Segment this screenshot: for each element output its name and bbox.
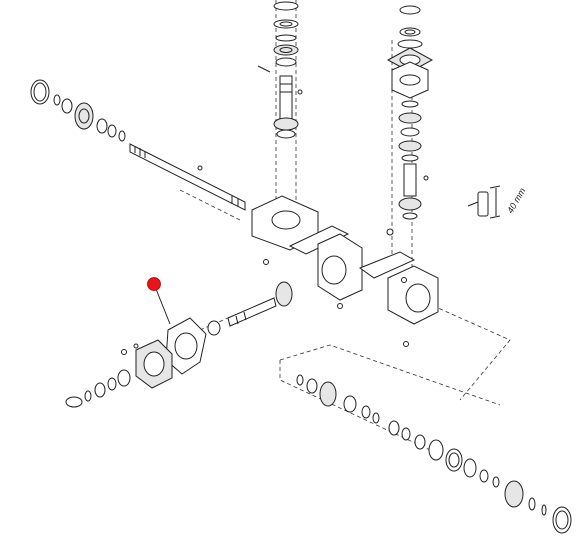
center-casing	[317, 233, 363, 301]
bearing	[61, 98, 73, 114]
vertical-shaft	[279, 75, 293, 123]
highlight-marker	[147, 277, 161, 291]
pinion-gear	[275, 281, 293, 307]
bushing	[96, 118, 108, 134]
pinion-bearing	[207, 320, 221, 336]
projection-lines	[179, 0, 511, 451]
left-drive-shaft-assembly	[30, 79, 246, 211]
flange-assembly	[65, 277, 207, 408]
drive-shaft	[129, 143, 246, 211]
lower-end-gear	[504, 480, 524, 508]
lower-bevel-gear	[319, 381, 337, 407]
end-washer	[65, 396, 83, 408]
seal-ring	[107, 124, 117, 138]
washer	[53, 94, 61, 106]
lower-shaft-assembly	[296, 374, 572, 534]
circlip	[118, 130, 126, 142]
right-vertical-shaft	[403, 163, 417, 197]
dimension-label: 40 mm	[505, 186, 528, 215]
callout-leader	[153, 283, 171, 325]
upper-right-shaft-stack	[386, 5, 434, 236]
axle-housing	[251, 195, 439, 347]
bevel-gear	[74, 102, 94, 130]
right-casing	[387, 265, 439, 325]
pinion-shaft-assembly	[207, 281, 293, 336]
key-block	[477, 191, 489, 217]
dimension-key: 40 mm	[467, 185, 528, 219]
upper-center-shaft-stack	[257, 1, 303, 139]
